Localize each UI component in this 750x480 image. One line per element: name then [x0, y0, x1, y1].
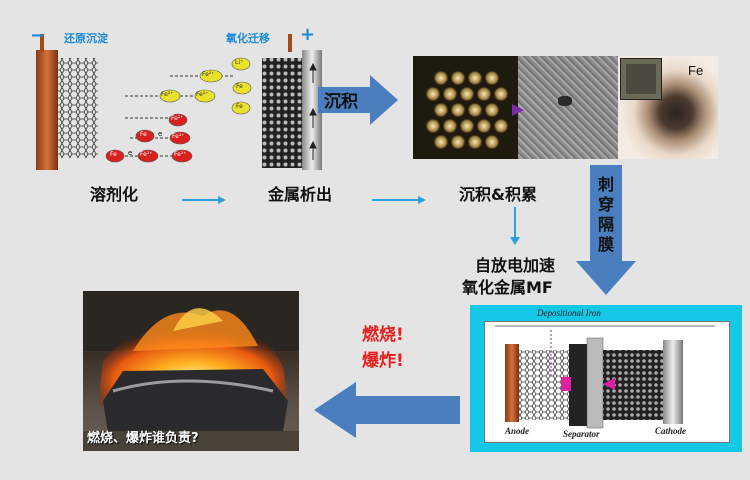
ion-label-fe2-c: Fe²⁺	[196, 91, 209, 98]
pierce-label: 刺穿隔膜	[596, 175, 616, 255]
ion-label-e-a: e	[158, 130, 163, 138]
pierce-arrow: 刺穿隔膜	[576, 165, 636, 295]
step1-label: 溶剂化	[90, 185, 139, 204]
plus-sign: +	[300, 24, 316, 45]
deposit-arrow: 沉积	[318, 75, 398, 125]
battery-diagram-svg	[495, 325, 715, 429]
reduction-label: 还原沉淀	[64, 32, 108, 45]
diagram-title: Depositional Iron	[537, 308, 601, 318]
step2-arrow	[372, 189, 426, 204]
self-discharge-arrow	[510, 207, 520, 245]
micrograph-surface	[512, 56, 618, 159]
step1-arrow	[182, 189, 226, 204]
pierce-label-text: 刺穿隔膜	[597, 175, 614, 254]
oxidation-label: 氧化迁移	[226, 32, 270, 45]
battery-diagram-frame: Depositional Iron Anode Separator Cathod…	[470, 305, 742, 452]
burning-car-svg	[83, 291, 299, 451]
ion-label-fe2-d: Fe²⁺	[171, 115, 184, 122]
ion-label-fe-a: Fe	[236, 83, 243, 90]
ion-label-li: Li⁺	[235, 59, 244, 66]
ion-label-fe2-a: Fe²⁺	[202, 71, 215, 78]
micrograph-particles	[413, 56, 518, 159]
electrode-schematic: − 还原沉淀 氧化迁移 + Li⁺ Fe²⁺ Fe²⁺ Fe²⁺ Fe Fe F…	[30, 24, 330, 178]
cathode-material	[262, 58, 304, 168]
yellow-ions	[159, 57, 252, 115]
ion-label-fe2-f: Fe²⁺	[140, 151, 153, 158]
fe-label: Fe	[688, 63, 704, 78]
ion-label-fe-c: Fe	[140, 131, 147, 138]
self-discharge-line1: 自放电加速	[475, 256, 556, 275]
anode-copper	[36, 50, 58, 170]
ion-label-e-b: e	[128, 149, 133, 157]
purple-pointer	[512, 104, 524, 116]
fire-caption: 燃烧、爆炸谁负责?	[87, 431, 199, 446]
anode-label: Anode	[505, 426, 530, 436]
inset-photo	[620, 58, 662, 100]
step3-label: 沉积&积累	[459, 185, 537, 204]
ion-label-fe2-b: Fe²⁺	[161, 91, 174, 98]
warning-line1: 燃烧!	[362, 325, 404, 345]
ion-label-fe2-g: Fe²⁺	[174, 151, 187, 158]
ion-label-fe-b: Fe	[236, 103, 243, 110]
ion-label-fe-d: Fe	[110, 151, 117, 158]
electrode-schematic-svg	[36, 34, 322, 170]
self-discharge-line2: 氧化金属MF	[462, 278, 553, 297]
red-ions	[105, 113, 193, 163]
consequence-arrow	[314, 382, 460, 438]
warning-line2: 爆炸!	[362, 351, 404, 371]
separator-label: Separator	[563, 429, 600, 439]
particle-array-svg	[426, 71, 508, 149]
fire-photo: 燃烧、爆炸谁负责?	[83, 291, 299, 451]
defect-spot	[558, 96, 572, 106]
minus-sign: −	[30, 25, 46, 46]
deposit-arrow-label: 沉积	[324, 92, 358, 112]
anode-graphite	[58, 58, 98, 158]
micrograph-fe-stain: Fe	[618, 56, 718, 159]
step2-label: 金属析出	[268, 185, 333, 204]
cathode-label: Cathode	[655, 426, 687, 436]
ion-label-fe2-e: Fe²⁺	[172, 133, 185, 140]
battery-diagram-panel: Depositional Iron Anode Separator Cathod…	[484, 308, 730, 443]
